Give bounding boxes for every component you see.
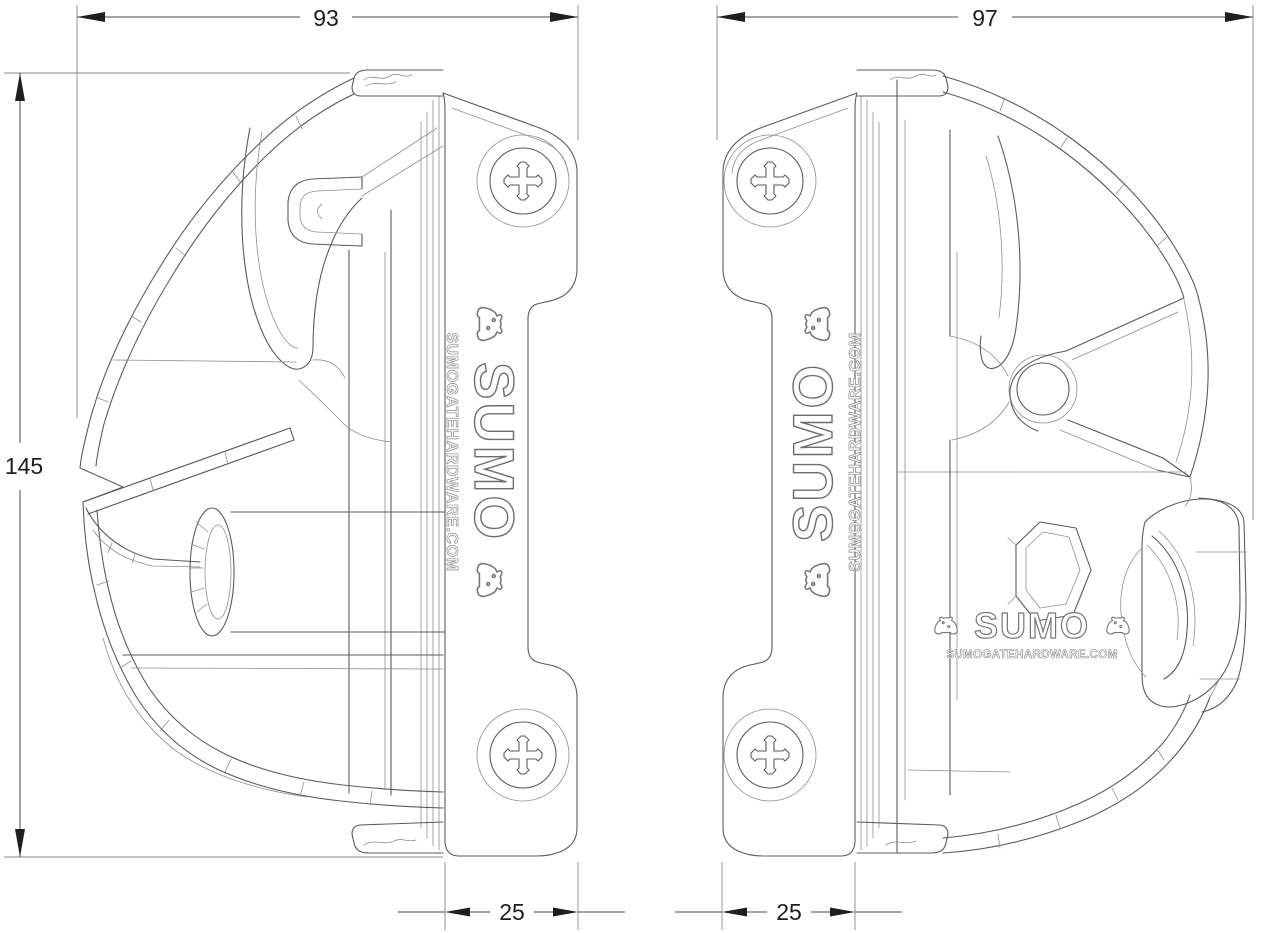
dimension-value: 145 [5, 453, 43, 479]
right-body-branding: SUMO SUMOGATEHARDWARE.COM [934, 604, 1130, 661]
sumo-wrestler-icon [476, 306, 503, 342]
sumo-logo-text: SUMO [974, 605, 1090, 646]
sumo-logo-text: SUMO [463, 362, 526, 542]
sumo-website-text: SUMOGATEHARDWARE.COM [443, 332, 460, 571]
left-top-tab [351, 69, 444, 97]
sumo-wrestler-icon [934, 616, 958, 635]
right-top-tab [856, 69, 949, 97]
dimension-right-view-base: 25 [675, 862, 902, 930]
dimension-value: 97 [972, 5, 998, 31]
dimension-left-view-width: 93 [76, 5, 579, 418]
sumo-website-text: SUMOGATEHARDWARE.COM [847, 332, 864, 571]
dimension-height: 145 [4, 72, 443, 858]
left-latch-slot [287, 127, 444, 247]
dimension-left-view-base: 25 [398, 862, 625, 930]
left-cylinder-boss [189, 507, 446, 637]
right-plate-outline [722, 92, 858, 857]
sumo-wrestler-icon [476, 562, 503, 598]
right-pivot [949, 297, 1191, 478]
dimension-value: 25 [499, 899, 525, 925]
sumo-wrestler-icon [804, 562, 831, 598]
left-body-outline [79, 77, 444, 809]
left-rim-ticks [96, 115, 373, 806]
phillips-screw-icon [476, 134, 570, 228]
dimension-value: 25 [776, 899, 802, 925]
right-bottom-tab [856, 821, 949, 854]
phillips-screw-icon [476, 708, 570, 802]
phillips-screw-icon [723, 134, 817, 228]
sumo-wrestler-icon [1106, 616, 1130, 635]
right-hex-recess [1007, 521, 1092, 622]
dimension-right-view-width: 97 [716, 5, 1254, 520]
right-latch-lever [1120, 476, 1247, 713]
left-bottom-tab [351, 821, 444, 854]
dimension-value: 93 [313, 5, 339, 31]
right-view: SUMO SUMOGATEHARDWARE.COM SUMO SUMOGATEH… [722, 69, 1247, 857]
left-plate-branding: SUMO SUMOGATEHARDWARE.COM [443, 306, 527, 598]
sumo-logo-text: SUMO [781, 362, 844, 542]
phillips-screw-icon [723, 708, 817, 802]
left-plate-outline [442, 92, 578, 857]
right-top-arm [942, 75, 1200, 301]
sumo-wrestler-icon [804, 306, 831, 342]
left-view: SUMO SUMOGATEHARDWARE.COM [79, 69, 578, 857]
right-plate-branding: SUMO SUMOGATEHARDWARE.COM [780, 306, 864, 598]
sumo-website-text: SUMOGATEHARDWARE.COM [946, 649, 1117, 661]
